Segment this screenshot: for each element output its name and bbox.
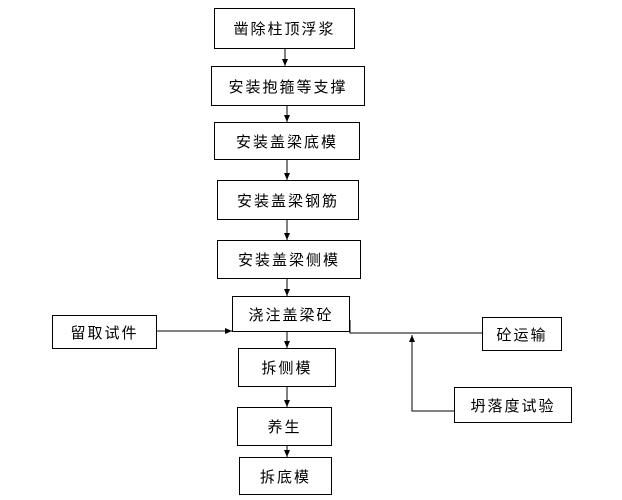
step-install-bottom-form: 安装盖梁底模	[214, 122, 360, 160]
input-take-samples: 留取试件	[52, 315, 157, 349]
step-install-side-form: 安装盖梁侧模	[217, 240, 361, 279]
line-transport-to-pour	[349, 320, 482, 334]
step-remove-side-form: 拆侧模	[238, 348, 336, 387]
arrow-slump-to-transport	[409, 335, 454, 412]
step-remove-bottom-form: 拆底模	[239, 457, 332, 495]
step-chisel-column-top: 凿除柱顶浮浆	[214, 8, 355, 49]
step-curing: 养生	[237, 407, 332, 446]
step-pour-concrete: 浇注盖梁砼	[232, 296, 350, 332]
step-install-hoop-support: 安装抱箍等支撑	[211, 66, 365, 106]
input-concrete-transport: 砼运输	[482, 317, 562, 351]
input-slump-test: 坍落度试验	[454, 387, 572, 423]
step-install-rebar: 安装盖梁钢筋	[217, 180, 359, 220]
